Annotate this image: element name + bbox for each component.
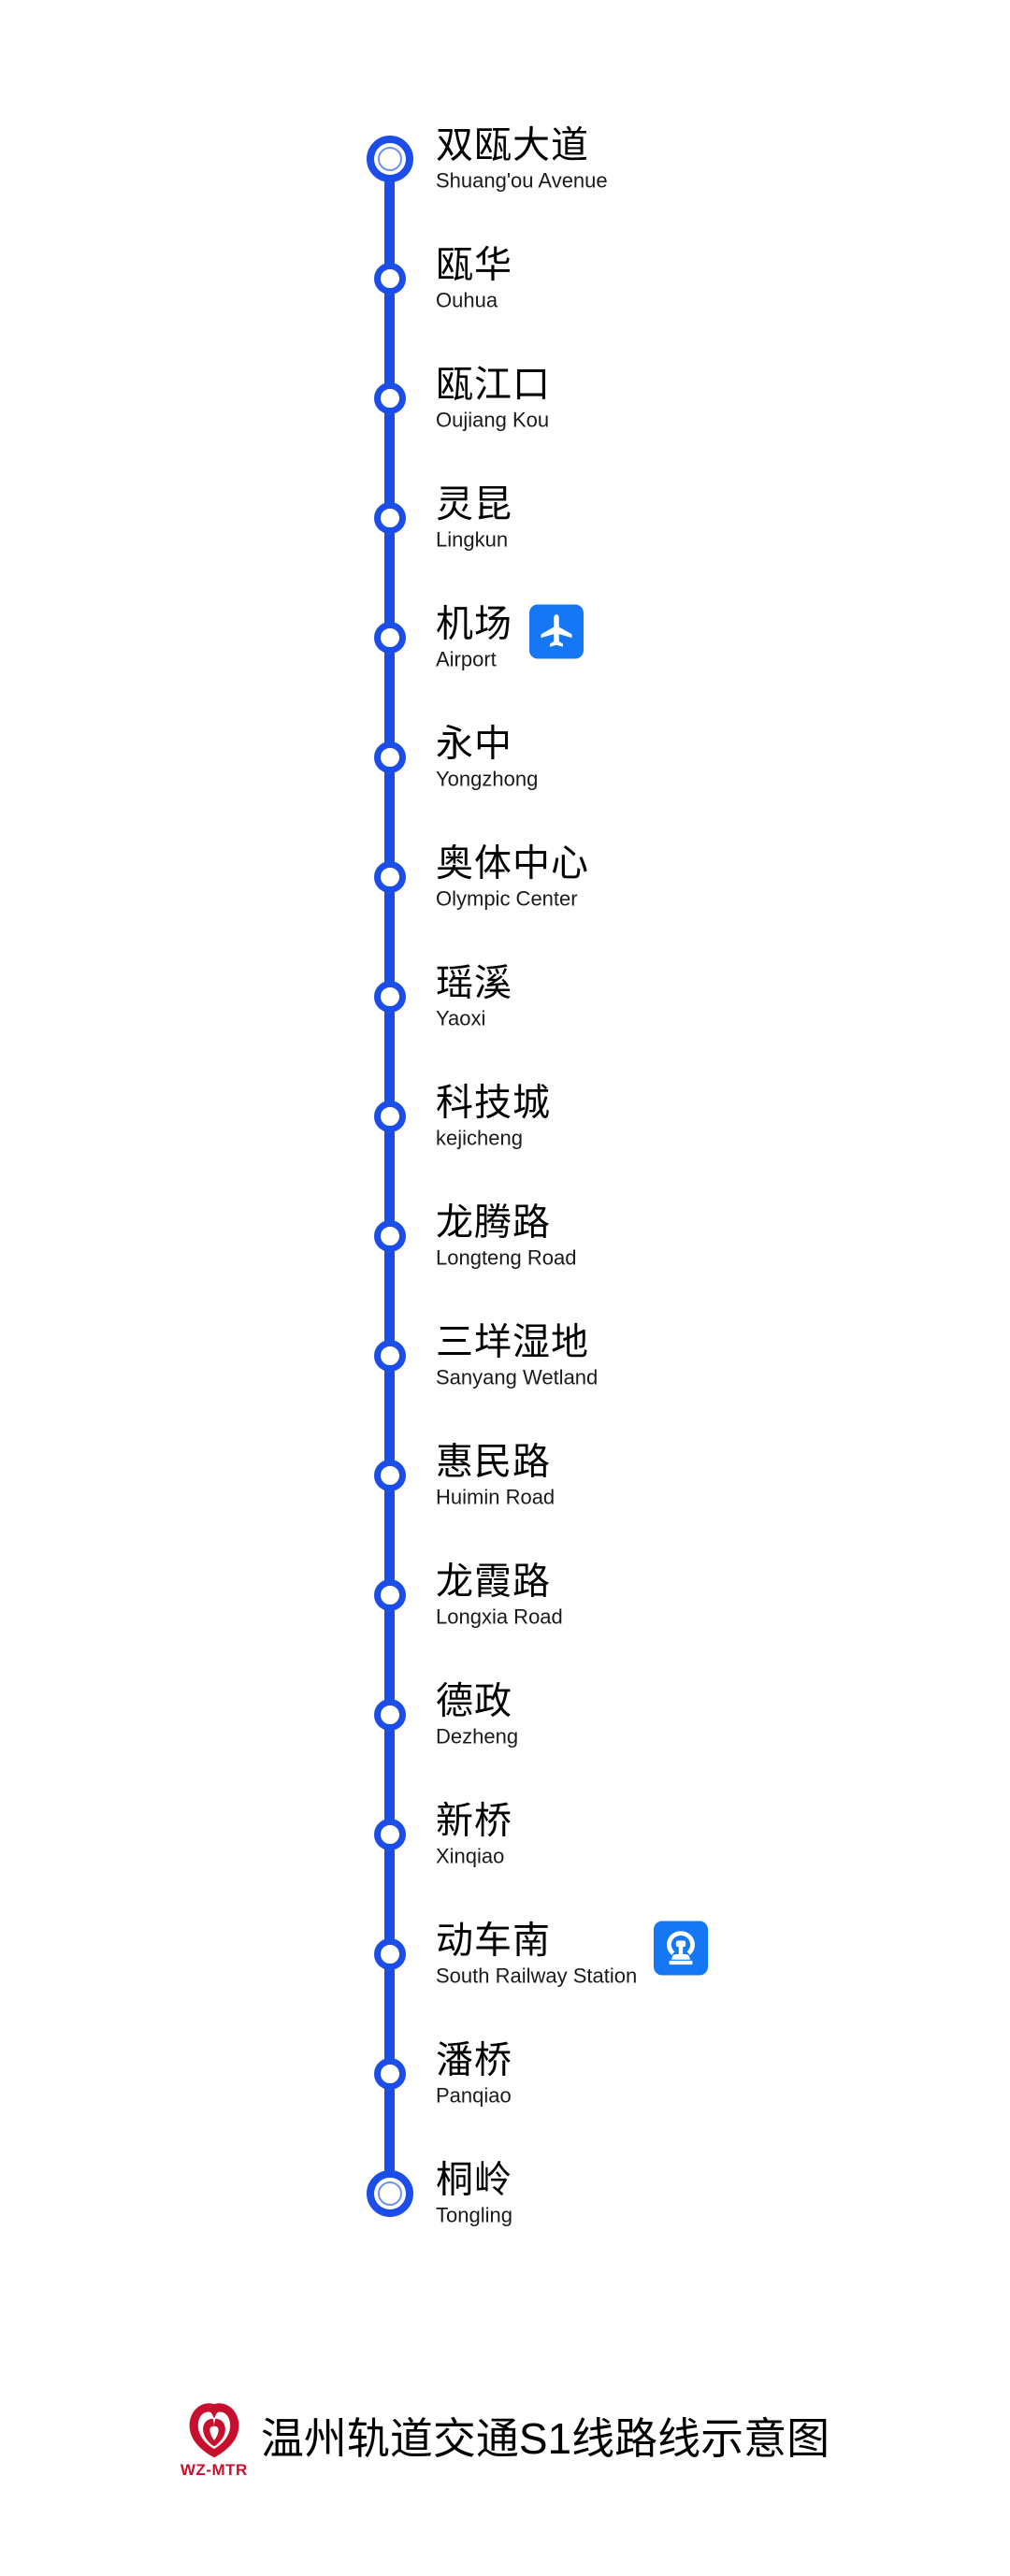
station-name-cn: 瓯江口	[436, 364, 551, 406]
station-name-en: Lingkun	[436, 527, 509, 552]
station-marker[interactable]	[373, 502, 406, 534]
diagram-title: 温州轨道交通S1线路线示意图	[260, 2414, 830, 2463]
station-name-cn: 瑶溪	[436, 962, 512, 1004]
station-marker[interactable]	[373, 1460, 406, 1491]
station-name-en: Olympic Center	[436, 886, 578, 911]
station-name-en: Yongzhong	[436, 767, 539, 791]
station-name-en: Longxia Road	[436, 1605, 563, 1629]
station-marker[interactable]	[373, 622, 406, 654]
station-name-cn: 三垟湿地	[436, 1321, 589, 1363]
station-marker[interactable]	[373, 2058, 406, 2090]
station-name-en: Xinqiao	[436, 1844, 505, 1868]
station-name-en: Longteng Road	[436, 1245, 577, 1270]
station-name-cn: 动车南	[436, 1920, 551, 1962]
station-name-en: Tongling	[436, 2203, 512, 2227]
station-name-cn: 龙腾路	[436, 1202, 551, 1244]
station-marker[interactable]	[373, 1579, 406, 1611]
station-name-cn: 永中	[436, 723, 512, 765]
station-marker[interactable]	[373, 861, 406, 893]
station-marker[interactable]	[373, 741, 406, 773]
china-railway-icon	[654, 1921, 709, 1976]
station-name-cn: 双瓯大道	[436, 124, 589, 166]
station-marker[interactable]	[373, 981, 406, 1013]
airport-icon	[529, 604, 584, 659]
station-name-cn: 龙霞路	[436, 1561, 551, 1603]
station-marker[interactable]	[373, 1101, 406, 1132]
station-name-en: Huimin Road	[436, 1485, 556, 1509]
station-name-cn: 瓯华	[436, 244, 512, 286]
station-name-en: Ouhua	[436, 288, 498, 312]
station-marker[interactable]	[373, 1340, 406, 1372]
station-name-cn: 灵昆	[436, 483, 512, 525]
station-name-en: kejicheng	[436, 1126, 523, 1150]
station-name-cn: 桐岭	[436, 2159, 512, 2201]
station-name-cn: 德政	[436, 1680, 512, 1722]
station-name-en: Dezheng	[436, 1724, 519, 1749]
station-marker[interactable]	[373, 1220, 406, 1252]
wzmtr-logo: WZ-MTR	[180, 2394, 248, 2483]
station-marker[interactable]	[373, 1938, 406, 1970]
station-marker[interactable]	[373, 1699, 406, 1731]
station-name-cn: 机场	[436, 603, 512, 645]
terminus-station-marker[interactable]	[366, 2170, 413, 2217]
station-name-en: Shuang'ou Avenue	[436, 168, 608, 193]
footer: WZ-MTR 温州轨道交通S1线路线示意图	[0, 2394, 1010, 2483]
station-name-cn: 新桥	[436, 1800, 512, 1842]
station-name-en: Panqiao	[436, 2083, 512, 2108]
station-marker[interactable]	[373, 382, 406, 414]
station-name-en: Yaoxi	[436, 1006, 486, 1030]
station-name-en: South Railway Station	[436, 1964, 638, 1988]
station-name-en: Airport	[436, 647, 497, 671]
wzmtr-logo-mark	[189, 2402, 239, 2457]
station-name-cn: 惠民路	[436, 1441, 551, 1483]
wzmtr-logo-text: WZ-MTR	[180, 2460, 248, 2479]
station-name-cn: 科技城	[436, 1082, 551, 1124]
station-name-en: Oujiang Kou	[436, 408, 550, 432]
station-marker[interactable]	[373, 1819, 406, 1850]
station-name-en: Sanyang Wetland	[436, 1365, 599, 1389]
station-marker[interactable]	[373, 263, 406, 295]
station-name-cn: 奥体中心	[436, 842, 589, 885]
station-name-cn: 潘桥	[436, 2039, 512, 2081]
route-line	[384, 159, 395, 2194]
terminus-station-marker[interactable]	[366, 136, 413, 182]
